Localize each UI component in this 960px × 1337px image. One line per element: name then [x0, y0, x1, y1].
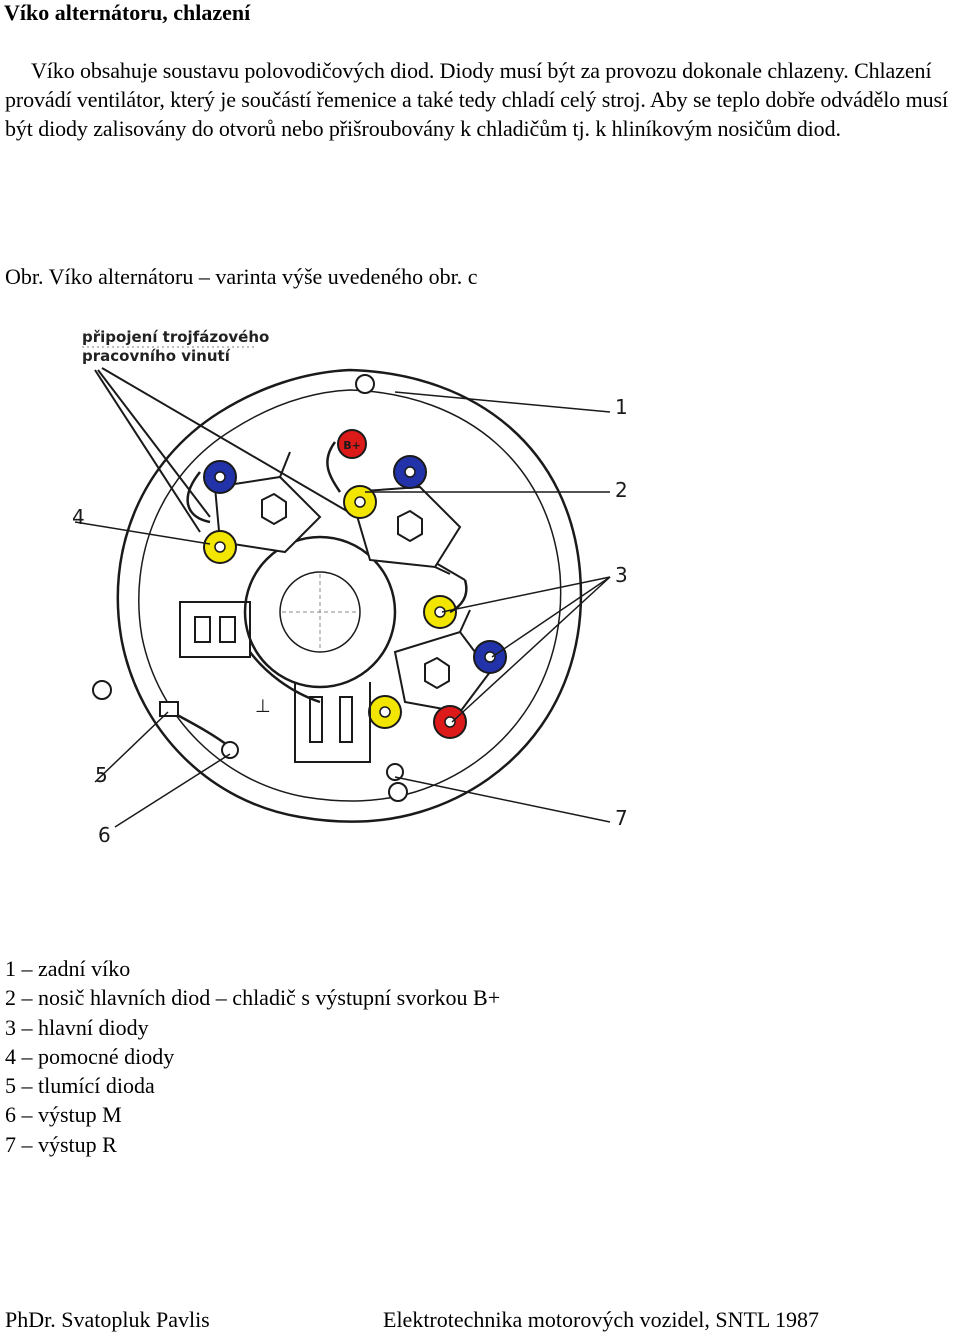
handwritten-label-line1: připojení trojfázového	[82, 328, 269, 346]
callout-1: 1	[615, 395, 628, 419]
wire-regulator	[249, 651, 321, 704]
diode-contact	[404, 466, 416, 478]
wire-aux-1	[186, 471, 211, 524]
hex-bolt-left	[261, 492, 287, 526]
diode-contact	[444, 716, 456, 728]
suppression-diode	[159, 701, 179, 717]
callout-6: 6	[98, 823, 111, 847]
mounting-hole-bottom	[388, 782, 408, 802]
wire-b-plus	[326, 441, 342, 493]
intro-paragraph-text: Víko obsahuje soustavu polovodičových di…	[5, 58, 948, 141]
alternator-cover-diagram: připojení trojfázového pracovního vinutí	[50, 312, 650, 872]
callout-lines	[74, 391, 611, 828]
callout-line-3b	[491, 576, 611, 658]
regulator-contact-2	[339, 696, 353, 743]
callout-line-1	[394, 391, 611, 413]
callout-2: 2	[615, 478, 628, 502]
diode-contact	[354, 496, 366, 508]
wire-aux-2	[449, 579, 468, 614]
footer-source: Elektrotechnika motorových vozidel, SNTL…	[383, 1307, 820, 1332]
legend-item: 7 – výstup R	[5, 1131, 117, 1157]
pointer-line-2	[97, 369, 211, 518]
callout-5: 5	[95, 763, 108, 787]
callout-line-4	[74, 521, 211, 545]
ground-symbol: ⊥	[255, 696, 271, 717]
regulator-block	[294, 682, 371, 763]
hex-bolt-lower	[424, 656, 450, 690]
arm-4	[434, 566, 451, 575]
bearing-housing	[243, 535, 397, 689]
legend-item: 6 – výstup M	[5, 1102, 122, 1128]
legend-item: 2 – nosič hlavních diod – chladič s výst…	[5, 985, 501, 1011]
arm-1	[279, 451, 291, 478]
b-plus-terminal	[337, 429, 367, 459]
brush-holder-body	[179, 601, 251, 658]
intro-paragraph: Víko obsahuje soustavu polovodičových di…	[5, 56, 955, 143]
figure-legend: 1 – zadní víko 2 – nosič hlavních diod –…	[5, 954, 500, 1159]
arm-5	[459, 609, 471, 633]
mounting-lugs	[92, 374, 408, 802]
brush-slot-1	[194, 616, 211, 643]
callout-7: 7	[615, 806, 628, 830]
page-title: Víko alternátoru, chlazení	[4, 0, 251, 25]
callout-3: 3	[615, 563, 628, 587]
mounting-hole-left	[92, 680, 112, 700]
callout-4: 4	[72, 505, 85, 529]
alternator-cover-drawing: připojení trojfázového pracovního vinutí	[72, 328, 628, 847]
hex-bolt-right	[397, 509, 423, 543]
callout-line-7	[394, 776, 611, 823]
bearing-inner	[279, 571, 361, 653]
output-r-terminal	[386, 763, 404, 781]
inner-cover-outline	[138, 389, 562, 802]
callout-line-3a	[441, 576, 611, 613]
legend-item: 5 – tlumící dioda	[5, 1073, 155, 1099]
legend-item: 4 – pomocné diody	[5, 1043, 175, 1069]
heatsink-plate-lower	[393, 630, 492, 714]
output-m-terminal	[221, 741, 239, 759]
b-plus-label: B+	[343, 439, 361, 452]
mounting-hole-top	[355, 374, 375, 394]
callout-line-6	[114, 753, 231, 828]
diode-contact	[379, 706, 391, 718]
outer-cover-outline	[116, 368, 583, 823]
pointer-line-1	[94, 369, 201, 533]
footer-author: PhDr. Svatopluk Pavlis	[5, 1307, 210, 1332]
diodes	[203, 455, 507, 739]
diode-contact	[214, 471, 226, 483]
handwritten-label-line2: pracovního vinutí	[82, 347, 231, 365]
callout-line-5	[94, 711, 169, 783]
diode-contact	[214, 541, 226, 553]
diode-contact	[484, 651, 496, 663]
callout-line-3c	[451, 576, 611, 723]
figure-caption: Obr. Víko alternátoru – varinta výše uve…	[5, 264, 478, 289]
regulator-contact-1	[309, 696, 323, 743]
legend-item: 3 – hlavní diody	[5, 1014, 149, 1040]
callout-numbers: 1 2 3 4 5 6 7	[72, 395, 628, 847]
brush-slot-2	[219, 616, 236, 643]
legend-item: 1 – zadní víko	[5, 956, 131, 981]
wiring	[167, 441, 468, 749]
brush-holder	[179, 601, 371, 763]
